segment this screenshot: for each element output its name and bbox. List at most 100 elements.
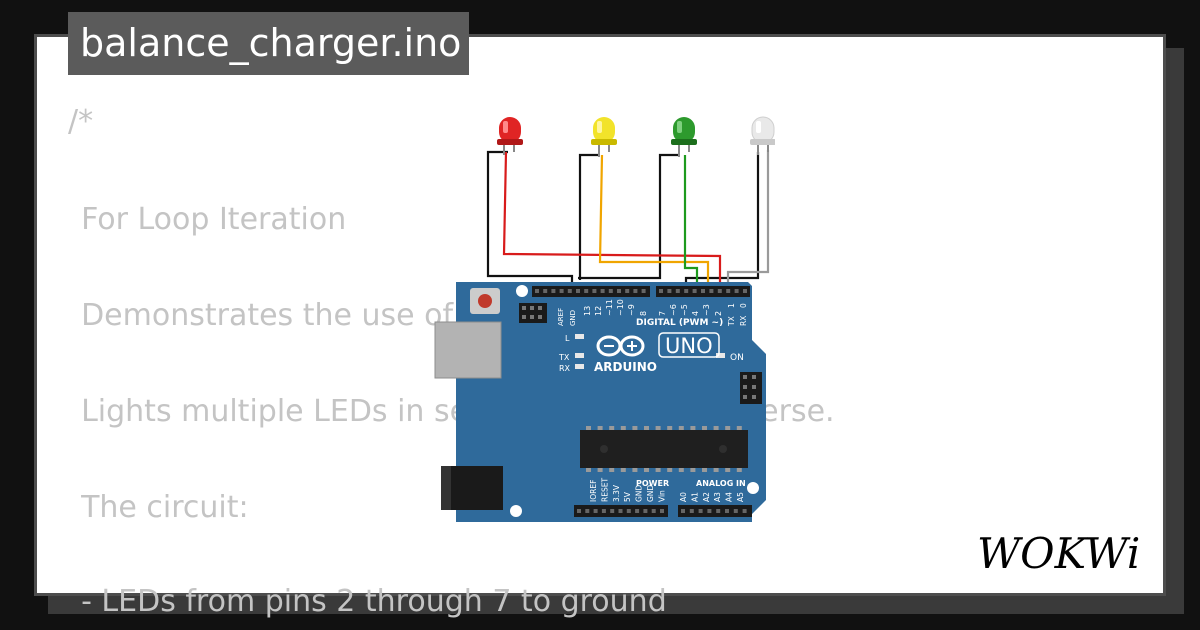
- header-pin: [593, 509, 598, 513]
- digital-header-high: [532, 286, 650, 297]
- pin-label: GND: [646, 485, 655, 502]
- pin-label: 1: [727, 303, 736, 308]
- header-pin: [625, 289, 630, 293]
- pin-label: GND: [635, 485, 644, 502]
- pin-label: A5: [736, 492, 745, 502]
- digital-pwm-label: DIGITAL (PWM ~): [636, 318, 723, 328]
- header-pin: [535, 289, 539, 293]
- file-title-tab: balance_charger.ino: [68, 12, 469, 75]
- header-pin: [592, 289, 597, 293]
- signal-wire-green: [683, 155, 699, 290]
- chip-pin: [644, 426, 649, 430]
- pin-label: Vin: [657, 490, 666, 502]
- l-led-label: L: [565, 334, 570, 343]
- header-pin: [608, 289, 613, 293]
- ground-wire-yellow-led: [578, 153, 598, 280]
- header-pin: [743, 289, 747, 293]
- chip-pin: [620, 468, 626, 472]
- ground-wire-red-led: [486, 150, 574, 290]
- uno-badge: [658, 332, 720, 358]
- header-pin: [567, 289, 572, 293]
- header-pin: [551, 289, 556, 293]
- chip-pin: [736, 426, 742, 430]
- header-pin: [626, 509, 631, 513]
- chip-pin: [632, 426, 638, 430]
- header-pin: [725, 509, 729, 513]
- header-pin: [667, 289, 672, 293]
- chip-pin: [609, 468, 615, 472]
- chip-pin: [736, 468, 742, 472]
- on-led: [716, 353, 725, 358]
- code-line: /*: [68, 104, 94, 139]
- pin-label: ~3: [702, 304, 711, 316]
- header-pin: [635, 509, 640, 513]
- header-pin: [577, 509, 581, 513]
- pin-label: ~6: [669, 304, 678, 316]
- header-pin: [707, 509, 712, 513]
- chip-pin: [713, 468, 719, 472]
- signal-wire-red: [502, 151, 722, 290]
- pin-label: TX: [727, 316, 736, 327]
- header-pin: [689, 509, 694, 513]
- led-red[interactable]: [497, 117, 523, 155]
- pin-label: 4: [691, 311, 700, 316]
- code-line: - LEDs from pins 2 through 7 to ground: [62, 584, 667, 619]
- uno-label: UNO: [665, 334, 713, 358]
- pin-label: IOREF: [589, 480, 598, 502]
- header-pin: [675, 289, 680, 293]
- pin-label: A1: [690, 492, 699, 502]
- chip-pin: [725, 468, 731, 472]
- chip-pin: [597, 468, 603, 472]
- header-pin: [709, 289, 714, 293]
- header-pin: [559, 289, 564, 293]
- chip-pin: [690, 426, 696, 430]
- chip-pin: [713, 426, 719, 430]
- chip-pin: [667, 468, 673, 472]
- rx-led-label: RX: [559, 364, 571, 373]
- header-pin: [610, 509, 615, 513]
- gnd-label: GND: [569, 310, 577, 326]
- header-pin: [692, 289, 697, 293]
- header-pin: [701, 289, 705, 293]
- header-pin: [543, 289, 548, 293]
- header-pin: [576, 289, 580, 293]
- chip-pin: [702, 426, 707, 430]
- header-pin: [585, 509, 590, 513]
- usb-port: [434, 321, 502, 379]
- header-pin: [684, 289, 689, 293]
- led-green[interactable]: [671, 117, 697, 157]
- pin-label: 5V: [623, 491, 632, 502]
- header-pin: [600, 289, 605, 293]
- chip-pin: [678, 468, 684, 472]
- chip-pin: [690, 468, 696, 472]
- arduino-brand: ARDUINO: [594, 360, 657, 374]
- header-pin: [698, 509, 703, 513]
- l-led: [575, 334, 584, 339]
- header-pin: [651, 509, 656, 513]
- led-yellow[interactable]: [591, 117, 617, 157]
- header-pin: [716, 509, 721, 513]
- chip-pin: [655, 468, 661, 472]
- code-line: For Loop Iteration: [62, 202, 347, 237]
- header-pin: [726, 289, 731, 293]
- analog-header: [678, 505, 752, 517]
- pin-label: RESET: [600, 478, 609, 502]
- header-pin: [717, 289, 722, 293]
- pin-label: ~11: [605, 299, 614, 316]
- tx-led: [575, 353, 584, 358]
- chip-pin: [620, 426, 626, 430]
- header-pin: [742, 509, 747, 513]
- chip-pin: [702, 468, 707, 472]
- pin-label: 12: [594, 306, 603, 316]
- chip-pin: [644, 468, 649, 472]
- header-pin: [633, 289, 638, 293]
- aref-label: AREF: [557, 308, 565, 326]
- chip-pin: [609, 426, 615, 430]
- pin-label: 2: [714, 311, 723, 316]
- pin-label: A2: [702, 492, 711, 502]
- led-white[interactable]: [750, 116, 775, 155]
- tx-led-label: TX: [558, 353, 570, 362]
- signal-wire-yellow: [598, 154, 710, 290]
